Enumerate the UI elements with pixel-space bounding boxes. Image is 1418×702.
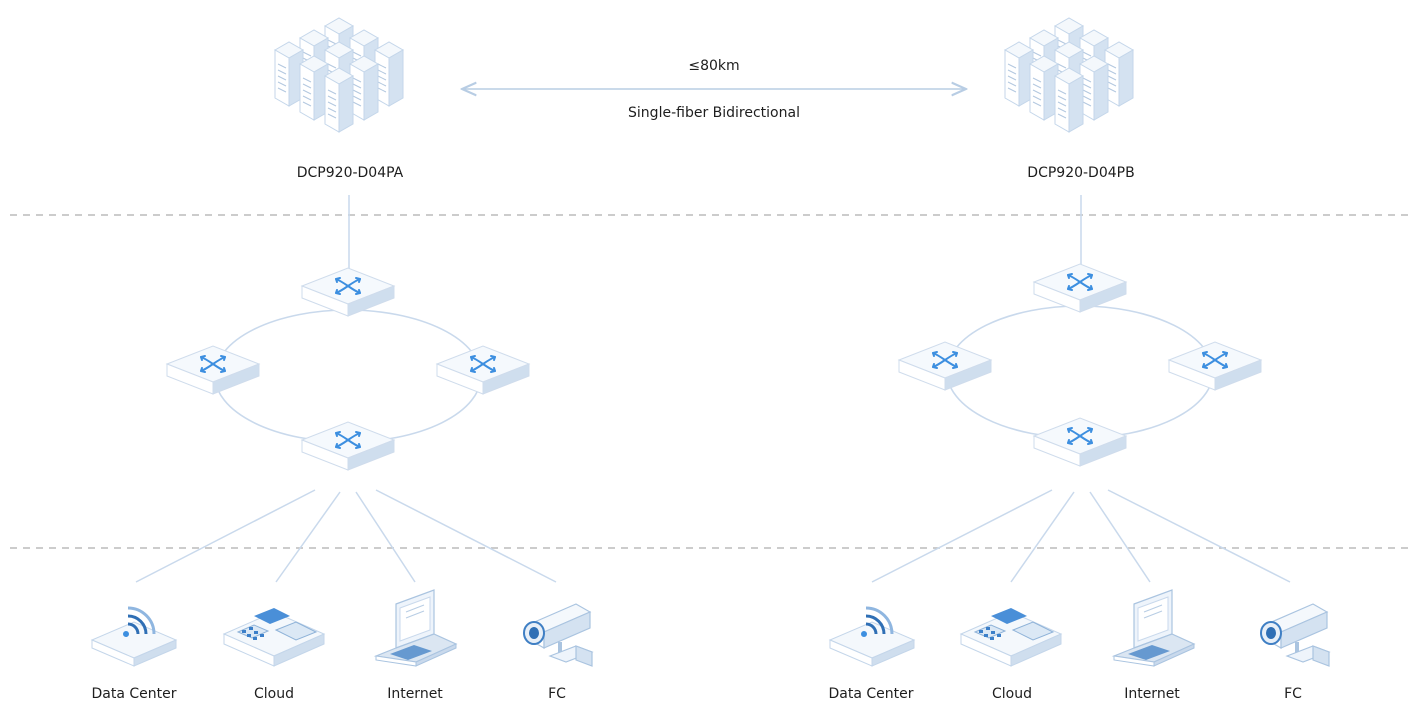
switch-a-right-icon	[436, 345, 530, 395]
switch-a-top-icon	[301, 267, 395, 317]
endpoint-b-data-center-label: Data Center	[828, 686, 914, 702]
site-a	[90, 17, 594, 668]
link-mode-label: Single-fiber Bidirectional	[628, 105, 800, 121]
endpoint-a-cloud-label: Cloud	[254, 686, 294, 702]
endpoint-b-internet-label: Internet	[1124, 686, 1180, 702]
site-b	[828, 17, 1331, 668]
laptop-a-icon	[375, 589, 457, 667]
laptop-b-icon	[1113, 589, 1195, 667]
data-center-a-icon	[90, 606, 178, 668]
device-a-label: DCP920-D04PA	[296, 165, 404, 181]
server-cluster-a-icon	[274, 17, 404, 133]
endpoint-a-fc-label: FC	[548, 686, 566, 702]
camera-a-icon	[522, 602, 594, 668]
data-center-b-icon	[828, 606, 916, 668]
endpoint-a-data-center-label: Data Center	[91, 686, 177, 702]
camera-b-icon	[1259, 602, 1331, 668]
endpoint-b-fc-label: FC	[1284, 686, 1302, 702]
switch-b-bottom-icon	[1033, 417, 1127, 467]
cloud-b-icon	[960, 607, 1062, 667]
switch-b-right-icon	[1168, 341, 1262, 391]
switch-a-bottom-icon	[301, 421, 395, 471]
switch-b-top-icon	[1033, 263, 1127, 313]
switch-a-left-icon	[166, 345, 260, 395]
endpoint-b-cloud-label: Cloud	[992, 686, 1032, 702]
device-b-label: DCP920-D04PB	[1027, 165, 1135, 181]
cloud-a-icon	[223, 607, 325, 667]
server-cluster-b-icon	[1004, 17, 1134, 133]
link-distance-label: ≤80km	[688, 58, 740, 74]
endpoint-a-internet-label: Internet	[387, 686, 443, 702]
switch-b-left-icon	[898, 341, 992, 391]
